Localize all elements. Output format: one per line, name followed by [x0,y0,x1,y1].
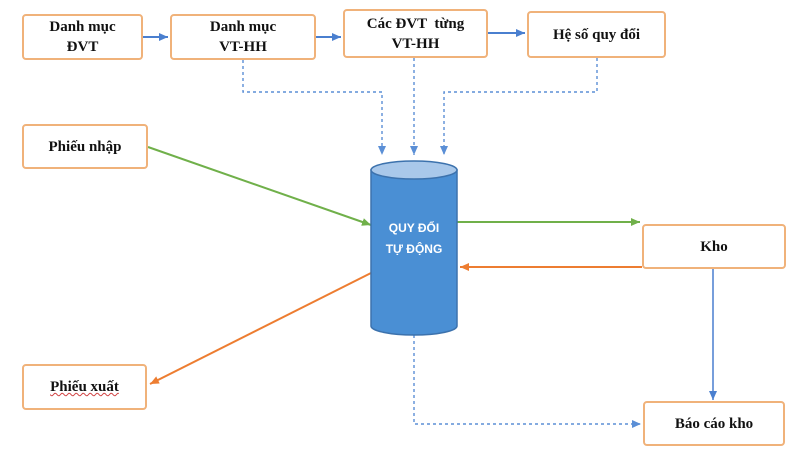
box-kho: Kho [642,224,786,269]
box-phieu-xuat-label: Phiếu xuất [50,379,119,395]
cylinder-label-line-1: QUY ĐỔI [388,221,440,235]
box-danh-muc-dvt-line-1: Danh mục [49,19,116,35]
dotted-cylinder-to-bao-cao [413,335,641,428]
box-he-so-quy-doi-label: Hệ số quy đổi [552,26,641,43]
box-cac-dvt-tung-vthh: Các ĐVT từng VT-HH [343,9,488,58]
box-phieu-xuat: Phiếu xuất [22,364,147,410]
box-cac-dvt-tung-line-1: Các ĐVT từng [366,15,465,32]
box-danh-muc-vthh: Danh mục VT-HH [170,14,316,60]
box-bao-cao-kho-label: Báo cáo kho [674,415,754,432]
box-bao-cao-kho: Báo cáo kho [643,401,785,446]
cylinder-label: QUY ĐỔI TỰ ĐỘNG [372,218,456,260]
box-cac-dvt-tung-line-2: VT-HH [391,35,440,52]
cylinder-quy-doi-tu-dong [370,160,458,336]
box-phieu-nhap: Phiếu nhập [22,124,148,169]
box-danh-muc-vthh-line-1: Danh mục [209,19,277,35]
dotted-he-so-to-cylinder [440,58,598,155]
cylinder-label-line-2: TỰ ĐỘNG [385,242,443,256]
box-kho-label: Kho [700,238,728,255]
arrow-cylinder-to-phieu-xuat [149,271,374,385]
dotted-vthh-to-cylinder [242,60,386,155]
box-he-so-quy-doi: Hệ số quy đổi [527,11,666,58]
arrow-phieu-nhap-to-cylinder [147,146,372,226]
box-danh-muc-vthh-line-2: VT-HH [219,39,267,55]
box-danh-muc-dvt: Danh mục ĐVT [22,14,143,60]
box-phieu-nhap-label: Phiếu nhập [48,138,122,155]
box-danh-muc-dvt-line-2: ĐVT [66,39,99,55]
